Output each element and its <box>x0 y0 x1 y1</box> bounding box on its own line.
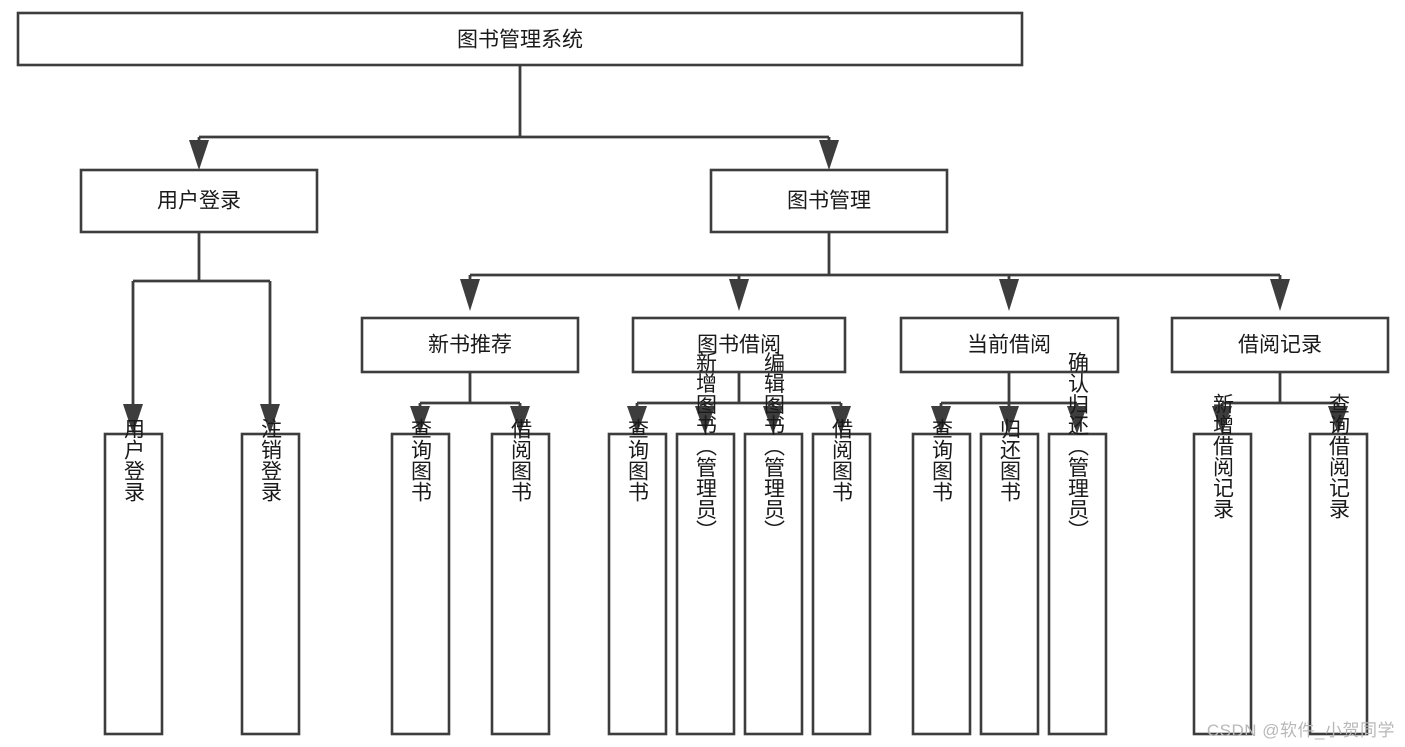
arrow-head-cb-leaf-3 <box>1067 406 1087 434</box>
leaf-node-bb-edit-book[interactable]: 编辑图书（管理员） <box>743 352 804 736</box>
connector-group-book-borrow <box>627 372 851 434</box>
connector-group-user-login <box>123 232 280 434</box>
node-root-system-box[interactable] <box>16 11 1024 67</box>
leaf-node-nb-borrow-book[interactable]: 借阅图书 <box>490 418 551 736</box>
node-book-management-box[interactable] <box>709 168 949 234</box>
leaf-node-bb-query-book-box[interactable] <box>607 432 668 736</box>
leaf-node-br-add-record-label: 新增借阅记录 <box>1211 393 1235 519</box>
leaf-node-br-add-record-box[interactable] <box>1192 432 1253 736</box>
leaf-node-nb-borrow-book-label: 借阅图书 <box>509 418 533 502</box>
leaf-node-cb-query-book[interactable]: 查询图书 <box>911 418 972 736</box>
node-new-book-recommend[interactable]: 新书推荐 <box>360 316 580 374</box>
leaf-node-bb-query-book[interactable]: 查询图书 <box>607 418 668 736</box>
arrow-head-cb-leaf-2 <box>999 406 1019 434</box>
node-current-borrow-label: 当前借阅 <box>967 334 1051 357</box>
leaf-node-nb-query-book[interactable]: 查询图书 <box>390 418 451 736</box>
leaf-node-cb-confirm-return-label: 确认归还（管理员） <box>1066 352 1090 541</box>
arrow-head-new-book <box>460 279 480 311</box>
leaf-node-cb-query-book-label: 查询图书 <box>930 418 954 502</box>
leaf-node-cb-query-book-box[interactable] <box>911 432 972 736</box>
leaf-node-bb-borrow-book-label: 借阅图书 <box>830 418 854 502</box>
leaf-node-bb-add-book[interactable]: 新增图书（管理员） <box>675 352 736 736</box>
leaf-node-user-login-label: 用户登录 <box>122 418 146 502</box>
node-book-management-label: 图书管理 <box>787 190 871 213</box>
leaf-node-bb-borrow-book[interactable]: 借阅图书 <box>811 418 872 736</box>
leaf-node-cb-confirm-return[interactable]: 确认归还（管理员） <box>1047 352 1108 736</box>
node-user-login-label: 用户登录 <box>157 190 241 213</box>
node-borrow-record-box[interactable] <box>1170 316 1390 374</box>
leaf-node-cb-return-book[interactable]: 归还图书 <box>979 418 1040 736</box>
arrow-head-br-leaf-2 <box>1328 406 1348 434</box>
leaf-node-bb-edit-book-box[interactable] <box>743 432 804 736</box>
arrow-head-book-borrow <box>729 279 749 311</box>
node-root-system[interactable]: 图书管理系统 <box>16 11 1024 67</box>
node-current-borrow[interactable]: 当前借阅 <box>899 316 1120 374</box>
node-user-login-box[interactable] <box>79 168 319 234</box>
node-root-system-label: 图书管理系统 <box>457 29 583 52</box>
leaf-node-cb-return-book-label: 归还图书 <box>998 418 1022 502</box>
node-book-borrow-label: 图书借阅 <box>697 334 781 357</box>
connector-group-root <box>189 65 839 170</box>
connector-group-borrow-record <box>1212 372 1348 434</box>
leaf-node-br-query-record-box[interactable] <box>1308 432 1369 736</box>
node-borrow-record[interactable]: 借阅记录 <box>1170 316 1390 374</box>
arrow-head-nb-leaf-1 <box>410 406 430 434</box>
arrow-head-bb-leaf-1 <box>627 406 647 434</box>
connector-group-book-mgmt <box>460 232 1290 311</box>
leaf-node-nb-borrow-book-box[interactable] <box>490 432 551 736</box>
leaf-node-nb-query-book-label: 查询图书 <box>409 418 433 502</box>
arrow-head-book-mgmt <box>819 140 839 170</box>
arrow-head-user-login <box>189 140 209 170</box>
leaf-node-user-login-box[interactable] <box>103 432 164 736</box>
leaf-node-bb-borrow-book-box[interactable] <box>811 432 872 736</box>
arrow-head-borrow-record <box>1270 279 1290 311</box>
node-current-borrow-box[interactable] <box>899 316 1120 374</box>
arrow-head-leaf-logout <box>260 404 280 434</box>
arrow-head-bb-leaf-4 <box>831 406 851 434</box>
csdn-watermark: CSDN @软件_小贺同学 <box>1206 721 1395 740</box>
leaf-node-nb-query-book-box[interactable] <box>390 432 451 736</box>
arrow-head-bb-leaf-3 <box>763 406 783 434</box>
leaf-node-br-add-record[interactable]: 新增借阅记录 <box>1192 393 1253 736</box>
leaf-node-bb-add-book-label: 新增图书（管理员） <box>694 352 718 541</box>
connector-group-current-borrow <box>931 372 1087 434</box>
leaf-node-logout-box[interactable] <box>240 432 301 736</box>
leaf-node-br-query-record[interactable]: 查询借阅记录 <box>1308 393 1369 736</box>
leaf-node-bb-query-book-label: 查询图书 <box>626 418 650 502</box>
leaf-node-logout[interactable]: 注销登录 <box>240 418 301 736</box>
arrow-head-leaf-user-login <box>123 404 143 434</box>
arrow-head-cb-leaf-1 <box>931 406 951 434</box>
node-book-management[interactable]: 图书管理 <box>709 168 949 234</box>
node-new-book-recommend-box[interactable] <box>360 316 580 374</box>
arrow-head-br-leaf-1 <box>1212 406 1232 434</box>
leaf-node-logout-label: 注销登录 <box>259 418 283 502</box>
leaf-node-cb-return-book-box[interactable] <box>979 432 1040 736</box>
leaf-node-cb-confirm-return-box[interactable] <box>1047 432 1108 736</box>
node-borrow-record-label: 借阅记录 <box>1238 334 1322 357</box>
connector-group-new-book <box>410 372 530 434</box>
leaf-node-user-login[interactable]: 用户登录 <box>103 418 164 736</box>
leaf-node-bb-add-book-box[interactable] <box>675 432 736 736</box>
arrow-head-nb-leaf-2 <box>510 406 530 434</box>
arrow-head-current-borrow <box>999 279 1019 311</box>
node-new-book-recommend-label: 新书推荐 <box>428 334 512 357</box>
leaf-node-br-query-record-label: 查询借阅记录 <box>1327 393 1351 519</box>
node-book-borrow-box[interactable] <box>631 316 847 374</box>
node-user-login[interactable]: 用户登录 <box>79 168 319 234</box>
leaf-node-bb-edit-book-label: 编辑图书（管理员） <box>762 352 786 541</box>
node-book-borrow[interactable]: 图书借阅 <box>631 316 847 374</box>
arrow-head-bb-leaf-2 <box>695 406 715 434</box>
